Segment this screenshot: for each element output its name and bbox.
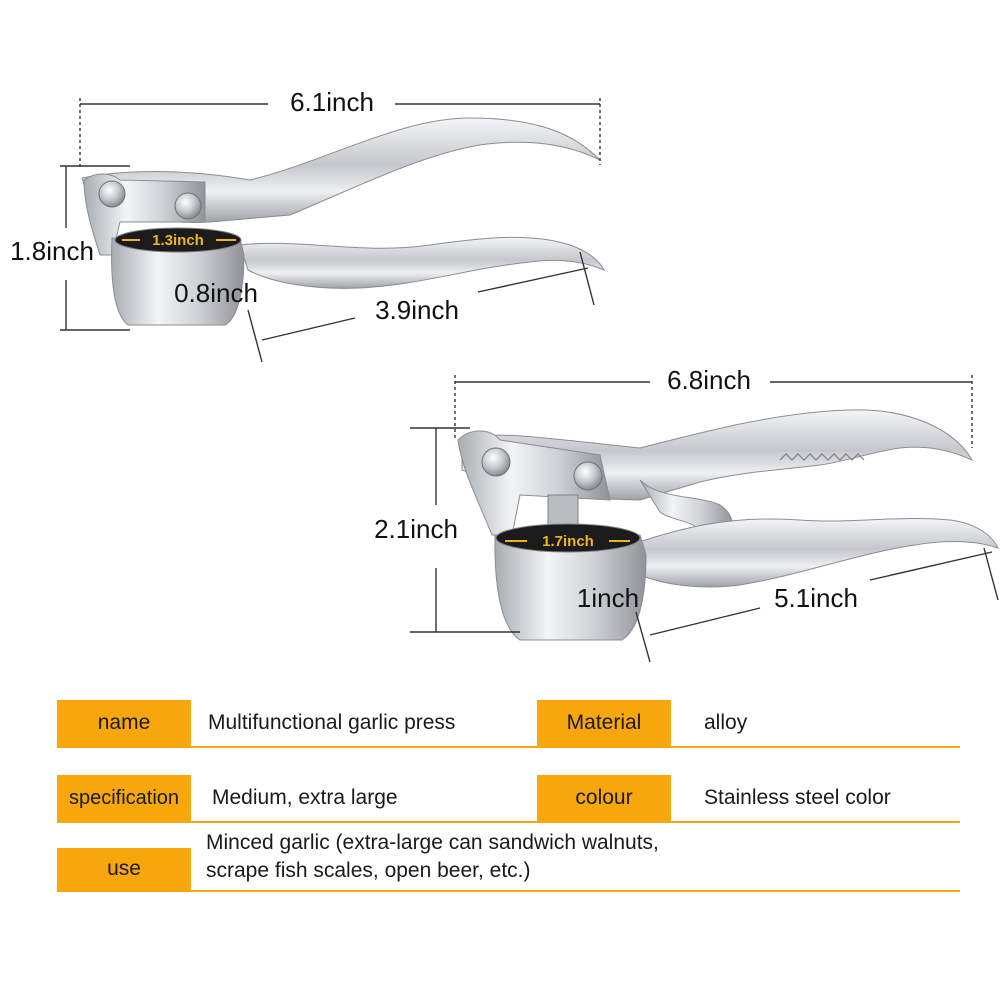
large-press-dimensions [410,375,999,663]
small-press-handle-length-label: 3.9inch [375,295,459,325]
small-press-height-label: 1.8inch [10,236,94,266]
large-press-height-label: 2.1inch [374,514,458,544]
large-press-cup-diameter-label: 1.7inch [542,533,594,550]
large-press-length-label: 6.8inch [667,365,751,395]
large-garlic-press [457,409,999,641]
small-press-cup-diameter-label: 1.3inch [152,232,204,249]
large-press-cup-depth-label: 1inch [577,583,639,613]
small-press-cup-opening [114,227,242,253]
small-press-cup [111,237,245,326]
large-press-bottom-handle [629,517,999,588]
small-press-length-label: 6.1inch [290,87,374,117]
small-press-rivet-1 [98,180,126,208]
large-press-cup [494,534,647,641]
large-press-rivet-2 [573,461,603,491]
large-press-handle-length-label: 5.1inch [774,583,858,613]
small-press-rivet-2 [174,192,202,220]
small-press-dimensions [60,98,601,363]
large-press-teeth [779,453,865,461]
small-garlic-press [81,117,606,326]
small-press-bottom-handle [239,236,606,289]
large-press-rivet-1 [481,447,511,477]
large-press-cup-opening [495,523,641,553]
small-press-cup-depth-label: 0.8inch [174,278,258,308]
